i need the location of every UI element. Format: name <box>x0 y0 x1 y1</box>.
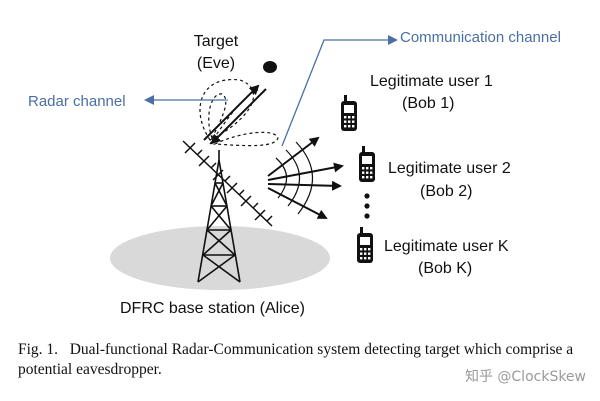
phone-icon-user1 <box>341 95 357 131</box>
ellipsis-dots <box>364 193 370 219</box>
user2-sublabel: (Bob 2) <box>420 183 472 200</box>
phone-icon-user2 <box>359 146 375 182</box>
userk-sublabel: (Bob K) <box>418 260 472 277</box>
user2-label: Legitimate user 2 <box>388 160 511 177</box>
radar-double-arrow <box>203 84 267 145</box>
tower-icon <box>197 150 241 283</box>
watermark: 知乎 @ClockSkew <box>464 369 586 385</box>
caption-prefix: Fig. 1. <box>18 341 59 358</box>
user1-sublabel: (Bob 1) <box>402 95 454 112</box>
target-icon <box>263 61 277 73</box>
radar-channel-label: Radar channel <box>28 93 126 110</box>
base-station-label: DFRC base station (Alice) <box>120 300 305 317</box>
communication-channel-label: Communication channel <box>400 29 561 46</box>
figure-caption: Fig. 1. Dual-functional Radar-Communicat… <box>18 340 588 380</box>
target-label: Target <box>194 33 239 50</box>
userk-label: Legitimate user K <box>384 238 509 255</box>
target-sublabel: (Eve) <box>197 55 235 72</box>
antenna-array-icon <box>182 140 273 227</box>
user1-label: Legitimate user 1 <box>370 73 493 90</box>
caption-text: Dual-functional Radar-Communication syst… <box>18 341 574 378</box>
communication-arrows <box>267 136 344 219</box>
ground-ellipse <box>110 226 330 290</box>
communication-channel-arrow <box>281 35 398 147</box>
phone-icon-userk <box>357 227 373 263</box>
